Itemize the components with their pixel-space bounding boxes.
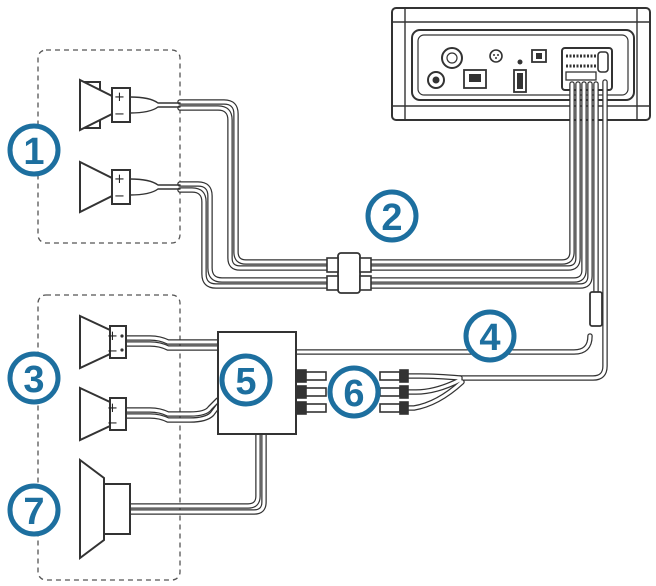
subwoofer-icon [79, 458, 131, 560]
callout-6: 6 [327, 365, 381, 419]
callout-7: 7 [7, 483, 61, 537]
polarity-plus-label: + [107, 401, 118, 416]
stereo-head-unit-icon [391, 7, 651, 121]
callout-1: 1 [7, 123, 61, 177]
polarity-minus-label: − [107, 416, 118, 431]
speaker-wires [121, 79, 608, 515]
callout-6-label: 6 [343, 373, 364, 415]
speaker-icon [79, 160, 181, 214]
splitter-connector-icon [326, 252, 372, 294]
polarity-minus-label: − [107, 344, 118, 359]
polarity-plus-label: + [107, 329, 118, 344]
callout-2-label: 2 [381, 197, 402, 239]
callout-5: 5 [219, 353, 273, 407]
polarity-plus-label: + [114, 90, 125, 105]
speaker-icon [79, 78, 181, 132]
callout-1-label: 1 [23, 131, 44, 173]
speaker-icon [79, 386, 127, 442]
remote-cable-connector [589, 291, 603, 327]
polarity-minus-label: − [114, 107, 125, 122]
callout-3: 3 [7, 351, 61, 405]
speaker-icon [79, 314, 127, 370]
zone-1-boundary [37, 49, 181, 244]
polarity-minus-label: − [114, 189, 125, 204]
callout-5-label: 5 [235, 361, 256, 403]
callout-7-label: 7 [23, 491, 44, 533]
zone-3-7-boundary [37, 294, 181, 581]
callout-3-label: 3 [23, 359, 44, 401]
callout-2: 2 [365, 189, 419, 243]
callout-4: 4 [463, 309, 517, 363]
callout-4-label: 4 [479, 317, 500, 359]
polarity-plus-label: + [114, 172, 125, 187]
